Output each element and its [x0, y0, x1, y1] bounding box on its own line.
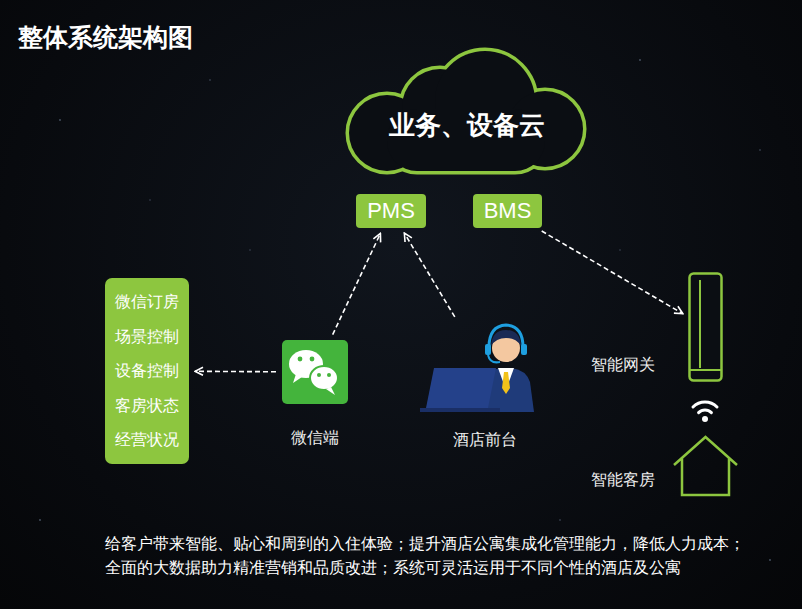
laptop-base	[420, 408, 500, 412]
front-desk-node: 酒店前台	[430, 322, 540, 412]
feature-item: 设备控制	[105, 354, 189, 389]
bubble-eye	[298, 357, 303, 362]
headset-ear	[485, 344, 491, 355]
star	[39, 519, 41, 521]
bubble-tail	[326, 387, 335, 395]
headset-mic	[488, 355, 500, 362]
node-title: PMS	[367, 198, 415, 224]
node-label: 酒店前台	[453, 430, 517, 450]
feature-panel: 微信订房场景控制设备控制客房状态经营状况	[105, 278, 189, 464]
gateway-node: 智能网关	[688, 272, 723, 382]
dashed-arrow	[542, 231, 683, 314]
node-label: 智能网关	[591, 355, 655, 375]
cloud-node: 业务、设备云	[345, 45, 588, 178]
star	[249, 249, 250, 250]
house-outline	[672, 435, 739, 497]
wifi-dot	[702, 416, 708, 422]
gateway-seam	[699, 280, 701, 368]
person-hair	[491, 330, 521, 346]
house-line	[674, 437, 737, 495]
room-node: 智能客房	[672, 435, 739, 497]
node-title: 业务、设备云	[345, 109, 588, 141]
system-badge: PMS	[356, 194, 426, 228]
star	[769, 559, 771, 561]
feature-item: 微信订房	[105, 285, 189, 320]
diagram-title: 整体系统架构图	[18, 21, 193, 54]
dashed-arrow	[404, 233, 454, 317]
feature-item: 客房状态	[105, 389, 189, 424]
star	[149, 199, 150, 200]
headset-band	[489, 325, 523, 350]
diagram-caption: 给客户带来智能、贴心和周到的入住体验；提升酒店公寓集成化管理能力，降低人力成本；…	[105, 532, 755, 580]
system-badge: BMS	[473, 194, 542, 228]
star	[619, 249, 620, 250]
gateway-body	[690, 274, 722, 381]
bubble-eye	[317, 373, 321, 377]
star	[559, 519, 561, 521]
star	[209, 79, 211, 81]
bubble-eye	[310, 357, 315, 362]
gateway-outline	[688, 272, 723, 382]
star	[759, 149, 761, 151]
chat-bubble	[289, 350, 323, 378]
wechat-icon	[282, 340, 348, 404]
node-label: 微信端	[291, 428, 339, 448]
dashed-arrow	[195, 370, 276, 372]
wechat-node: 微信端	[282, 340, 348, 404]
person-tie	[502, 372, 510, 394]
star	[639, 59, 641, 61]
star	[59, 119, 61, 121]
dashed-arrow	[333, 233, 381, 334]
wechat-tile	[282, 340, 348, 404]
wifi-symbol	[693, 402, 717, 422]
receptionist-icon	[420, 325, 534, 412]
headset-ear	[521, 344, 527, 355]
star-field	[39, 59, 771, 561]
feature-item: 场景控制	[105, 320, 189, 355]
wifi-arc	[699, 410, 712, 413]
bubble-tail	[293, 374, 302, 383]
node-label: 智能客房	[591, 470, 655, 490]
gateway-base	[690, 369, 721, 371]
chat-bubble	[310, 366, 338, 390]
bubble-eye	[327, 373, 331, 377]
feature-item: 经营状况	[105, 423, 189, 458]
wifi-arc	[693, 402, 717, 407]
laptop-screen	[426, 368, 496, 408]
node-title: BMS	[484, 198, 532, 224]
